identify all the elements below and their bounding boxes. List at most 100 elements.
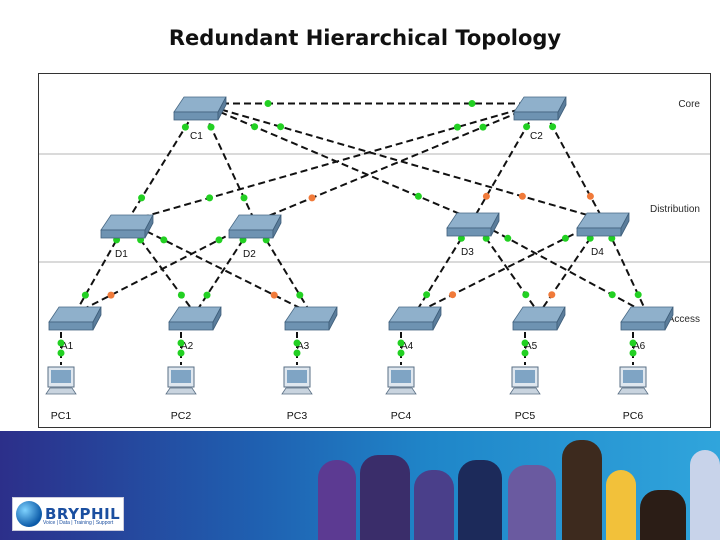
device-label-a5: A5 bbox=[525, 341, 538, 352]
port-indicator bbox=[270, 291, 278, 299]
port-indicator bbox=[177, 291, 185, 299]
switch-icon bbox=[168, 306, 222, 331]
port-indicator bbox=[586, 192, 594, 200]
port-indicator bbox=[634, 291, 642, 299]
port-indicator bbox=[523, 123, 531, 131]
logo-tagline: Voice | Data | Training | Support bbox=[43, 520, 114, 526]
link-D1-A3 bbox=[126, 220, 312, 315]
link-C1-D2 bbox=[199, 103, 256, 222]
link-D2-A1 bbox=[74, 220, 256, 315]
link-D1-A2 bbox=[126, 220, 196, 315]
pc-label-6: PC6 bbox=[623, 410, 644, 422]
port-indicator bbox=[293, 349, 301, 357]
device-label-a2: A2 bbox=[181, 341, 194, 352]
device-label-a1: A1 bbox=[61, 341, 74, 352]
port-indicator bbox=[521, 339, 529, 347]
port-indicator bbox=[482, 192, 490, 200]
device-label-c1: C1 bbox=[190, 131, 203, 142]
pc-keyboard bbox=[45, 387, 77, 395]
port-indicator bbox=[81, 291, 89, 299]
port-indicator bbox=[468, 100, 476, 107]
link-D4-A4 bbox=[414, 218, 604, 315]
port-indicator bbox=[251, 123, 259, 131]
port-indicator bbox=[240, 194, 248, 202]
port-indicator bbox=[181, 123, 189, 131]
layer-label-access: Access bbox=[668, 314, 700, 325]
port-indicator bbox=[453, 123, 461, 131]
port-indicator bbox=[504, 234, 512, 242]
pc-screen bbox=[623, 370, 643, 383]
port-indicator bbox=[160, 236, 168, 244]
port-indicator bbox=[57, 349, 65, 357]
pc-label-3: PC3 bbox=[287, 410, 308, 422]
port-indicator bbox=[479, 123, 487, 131]
port-indicator bbox=[206, 194, 214, 202]
port-indicator bbox=[521, 349, 529, 357]
port-indicator bbox=[207, 123, 215, 131]
link-C1-D4 bbox=[199, 102, 604, 221]
port-indicator bbox=[457, 234, 465, 242]
port-indicator bbox=[397, 349, 405, 357]
device-label-d4: D4 bbox=[591, 247, 604, 258]
device-label-d3: D3 bbox=[461, 247, 474, 258]
port-indicator bbox=[561, 234, 569, 242]
switch-icon bbox=[100, 214, 154, 239]
device-label-c2: C2 bbox=[530, 131, 543, 142]
pc-keyboard bbox=[281, 387, 313, 395]
switch-icon bbox=[513, 96, 567, 121]
link-C1-D1 bbox=[126, 102, 201, 223]
port-indicator bbox=[549, 123, 557, 131]
link-C2-D4 bbox=[539, 103, 604, 220]
port-indicator bbox=[277, 123, 285, 131]
port-indicator bbox=[629, 349, 637, 357]
port-indicator bbox=[449, 291, 457, 299]
pc-screen bbox=[515, 370, 535, 383]
link-D2-A2 bbox=[194, 220, 256, 315]
switch-icon bbox=[576, 212, 630, 237]
port-indicator bbox=[293, 339, 301, 347]
switch-icon bbox=[228, 214, 282, 239]
pc-keyboard bbox=[617, 387, 649, 395]
switch-icon bbox=[512, 306, 566, 331]
switch-icon bbox=[48, 306, 102, 331]
device-label-a3: A3 bbox=[297, 341, 310, 352]
port-indicator bbox=[608, 291, 616, 299]
port-indicator bbox=[57, 339, 65, 347]
port-indicator bbox=[177, 349, 185, 357]
port-indicator bbox=[518, 192, 526, 200]
port-indicator bbox=[522, 291, 530, 299]
pc-screen bbox=[171, 370, 191, 383]
slide-title: Redundant Hierarchical Topology bbox=[168, 26, 562, 50]
link-C2-D3 bbox=[472, 102, 541, 221]
link-D3-A5 bbox=[472, 218, 540, 315]
port-indicator bbox=[264, 100, 272, 107]
port-indicator bbox=[586, 234, 594, 242]
globe-icon bbox=[16, 501, 42, 527]
pc-label-4: PC4 bbox=[391, 410, 412, 422]
port-indicator bbox=[308, 194, 316, 202]
switch-icon bbox=[284, 306, 338, 331]
port-indicator bbox=[608, 234, 616, 242]
switch-icon bbox=[173, 96, 227, 121]
port-indicator bbox=[138, 194, 146, 202]
link-D4-A5 bbox=[538, 218, 604, 315]
logo-brand: BRYPHIL bbox=[45, 505, 121, 523]
port-indicator bbox=[629, 339, 637, 347]
pc-screen bbox=[391, 370, 411, 383]
pc-keyboard bbox=[385, 387, 417, 395]
link-C2-D1 bbox=[126, 102, 541, 223]
link-C2-D2 bbox=[254, 102, 541, 223]
pc-label-5: PC5 bbox=[515, 410, 536, 422]
port-indicator bbox=[423, 291, 431, 299]
pc-keyboard bbox=[509, 387, 541, 395]
pc-label-2: PC2 bbox=[171, 410, 192, 422]
pc-screen bbox=[51, 370, 71, 383]
port-indicator bbox=[296, 291, 304, 299]
port-indicator bbox=[548, 291, 556, 299]
port-indicator bbox=[397, 339, 405, 347]
pc-label-1: PC1 bbox=[51, 410, 72, 422]
switch-icon bbox=[388, 306, 442, 331]
port-indicator bbox=[107, 291, 115, 299]
